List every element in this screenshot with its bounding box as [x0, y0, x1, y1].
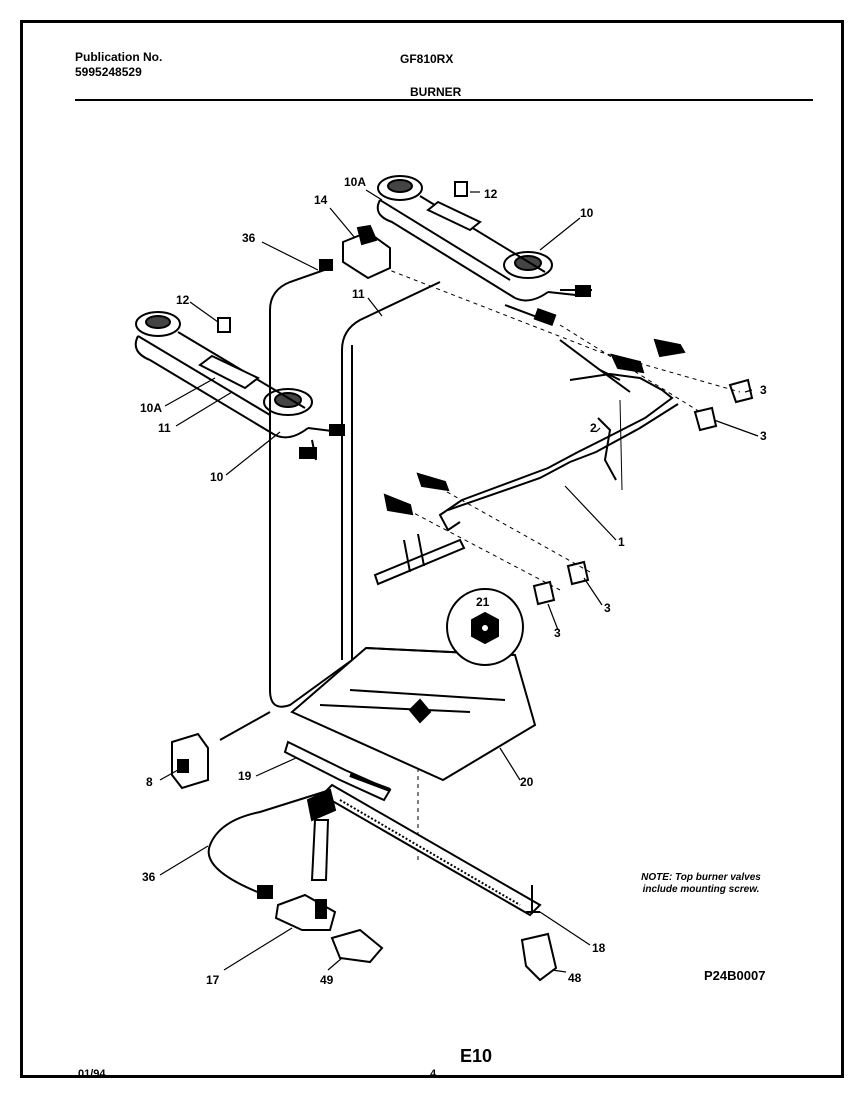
footer-page: 4 [430, 1068, 437, 1080]
callout-49: 49 [320, 973, 334, 987]
spark-module [171, 732, 209, 790]
nut-detail-inset [446, 588, 524, 666]
rear-burner-assembly [376, 175, 592, 327]
callout-3-d: 3 [554, 626, 561, 640]
manifold-pipe [373, 339, 679, 586]
callout-36-upper: 36 [242, 231, 256, 245]
model-number: GF810RX [400, 52, 454, 66]
section-code: E10 [460, 1046, 493, 1066]
callout-12-front: 12 [176, 293, 190, 307]
callout-11-rear: 11 [352, 287, 365, 301]
callout-18: 18 [592, 941, 606, 955]
oven-burner-baffle [290, 646, 537, 782]
callout-2: 2 [590, 421, 597, 435]
callout-17: 17 [206, 973, 220, 987]
callout-1: 1 [618, 535, 625, 549]
oven-safety-valve [274, 893, 337, 931]
knob-retainers [532, 378, 754, 606]
footer-date: 01/94 [78, 1068, 106, 1080]
callout-12-rear: 12 [484, 187, 498, 201]
oven-igniter [283, 740, 392, 802]
note-line-1: NOTE: Top burner valves [641, 872, 761, 883]
front-burner-assembly [134, 311, 345, 461]
oven-gas-tubing [207, 789, 331, 899]
callout-10-front: 10 [210, 470, 224, 484]
valve-screw [619, 399, 623, 491]
publication-label: Publication No. [75, 50, 163, 64]
callout-11-front: 11 [158, 421, 171, 435]
callout-14: 14 [314, 193, 328, 207]
valve-note: NOTE: Top burner valves include mounting… [616, 872, 786, 896]
callout-leaders [159, 189, 759, 973]
callout-36-lower: 36 [142, 870, 156, 884]
gas-tubing [219, 259, 441, 741]
oven-burner-tube [306, 783, 542, 917]
diagram-code: P24B0007 [704, 968, 766, 983]
pressure-regulator [342, 224, 391, 280]
callout-21: 21 [476, 595, 490, 609]
ignition-wire [597, 417, 617, 481]
callout-10-rear: 10 [580, 206, 594, 220]
callout-19: 19 [238, 769, 252, 783]
callout-10A-front: 10A [140, 401, 162, 415]
callout-48: 48 [568, 971, 582, 985]
header-rule [75, 99, 813, 101]
page-border [20, 20, 844, 1078]
callout-3-b: 3 [760, 429, 767, 443]
callout-10A-rear: 10A [344, 175, 366, 189]
callout-3-c: 3 [604, 601, 611, 615]
callout-3-a: 3 [760, 383, 767, 397]
note-line-2: include mounting screw. [642, 884, 760, 895]
callout-20: 20 [520, 775, 534, 789]
callout-8: 8 [146, 775, 153, 789]
burner-valves [383, 338, 686, 516]
mounting-brackets [330, 928, 558, 982]
section-title: BURNER [410, 85, 462, 99]
burner-brackets [217, 181, 468, 333]
publication-number: 5995248529 [75, 65, 142, 79]
